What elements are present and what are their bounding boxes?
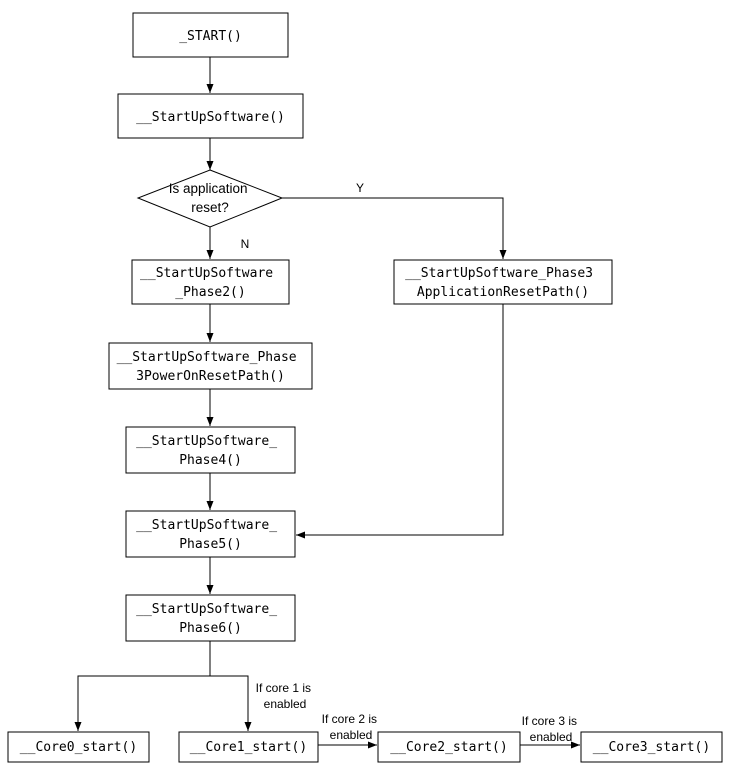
node-phase6: __StartUpSoftware_ Phase6() <box>125 594 296 642</box>
node-startup-software-label: __StartUpSoftware() <box>136 110 285 125</box>
edge-phase6-to-core1 <box>210 675 252 731</box>
node-decision-label: Is application reset? <box>169 181 252 215</box>
node-core2: __Core2_start() <box>377 731 521 763</box>
node-phase6-label: __StartUpSoftware_ Phase6() <box>136 602 285 636</box>
edge-labels: Y N If core 1 is enabled If core 2 is en… <box>241 181 581 744</box>
edge-label-no: N <box>241 237 250 251</box>
node-core2-label: __Core2_start() <box>390 740 507 755</box>
node-start-label: _START() <box>179 29 242 44</box>
node-start: _START() <box>132 12 289 58</box>
nodes: _START() __StartUpSoftware() Is applicat… <box>7 12 723 763</box>
edge-label-core3-enabled: If core 3 is enabled <box>522 714 581 744</box>
node-phase3-por-label: __StartUpSoftware_Phase 3PowerOnResetPat… <box>117 350 305 384</box>
edge-label-core2-enabled: If core 2 is enabled <box>322 712 381 742</box>
node-startup-software: __StartUpSoftware() <box>117 93 304 139</box>
edges <box>74 57 580 749</box>
node-phase2-label: __StartUpSoftware _Phase2() <box>140 266 281 300</box>
node-phase2: __StartUpSoftware _Phase2() <box>131 259 290 305</box>
node-core0: __Core0_start() <box>7 731 150 763</box>
edge-decision-yes <box>282 197 507 259</box>
edge-label-core1-enabled: If core 1 is enabled <box>256 681 315 711</box>
node-decision: Is application reset? <box>136 169 284 228</box>
node-phase3-por: __StartUpSoftware_Phase 3PowerOnResetPat… <box>108 342 313 390</box>
edge-phase6-to-core0 <box>74 641 211 731</box>
node-phase5-label: __StartUpSoftware_ Phase5() <box>136 518 285 552</box>
node-phase4-label: __StartUpSoftware_ Phase4() <box>136 434 285 468</box>
node-core0-label: __Core0_start() <box>20 740 137 755</box>
node-core1: __Core1_start() <box>178 731 319 763</box>
edge-phase3-app-to-phase5 <box>296 304 504 539</box>
edge-label-yes: Y <box>356 181 364 195</box>
node-core3: __Core3_start() <box>580 731 723 763</box>
node-phase3-app-reset-label: __StartUpSoftware_Phase3 ApplicationRese… <box>405 266 601 300</box>
node-core3-label: __Core3_start() <box>593 740 710 755</box>
node-phase3-app-reset: __StartUpSoftware_Phase3 ApplicationRese… <box>393 259 613 305</box>
node-phase4: __StartUpSoftware_ Phase4() <box>125 426 296 474</box>
node-core1-label: __Core1_start() <box>190 740 307 755</box>
node-phase5: __StartUpSoftware_ Phase5() <box>125 510 296 558</box>
